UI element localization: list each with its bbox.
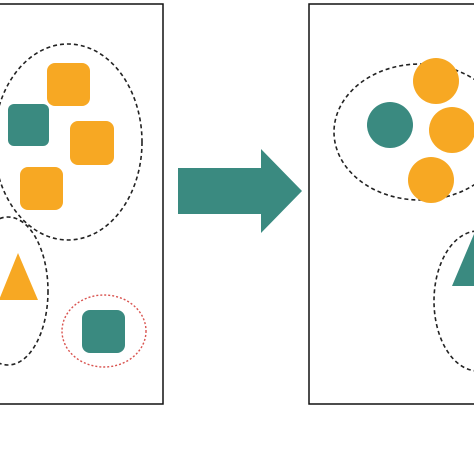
right-panel-frame (308, 3, 474, 405)
right-orange-circle-2 (429, 107, 474, 153)
left-orange-square-3 (20, 167, 63, 210)
right-panel (308, 3, 474, 405)
left-cluster-2-outline (0, 216, 49, 366)
right-teal-triangle (452, 234, 474, 286)
right-orange-circle-3 (408, 157, 454, 203)
left-panel (0, 3, 164, 405)
left-teal-square-1 (8, 104, 49, 146)
left-orange-square-2 (70, 121, 114, 165)
left-orange-square-1 (47, 63, 90, 106)
left-orange-triangle (0, 253, 38, 300)
right-teal-circle-1 (367, 102, 413, 148)
left-outlier-outline (61, 294, 147, 368)
left-cluster-1-outline (0, 43, 143, 241)
right-arrow-icon (178, 149, 302, 233)
right-orange-circle-1 (413, 58, 459, 104)
left-panel-frame (0, 3, 164, 405)
left-teal-square-outlier (82, 310, 125, 353)
